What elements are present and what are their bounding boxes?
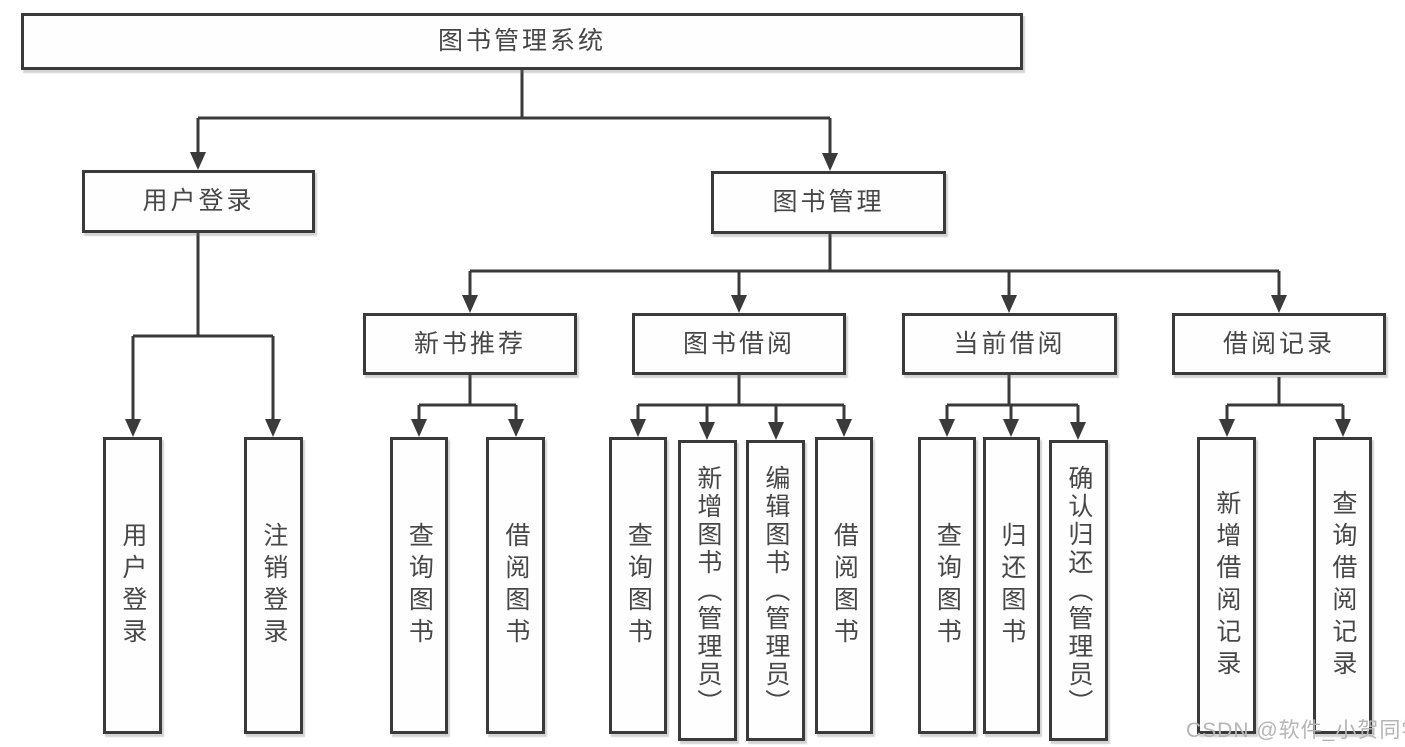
- leaf-query-books-current: 查询图书: [918, 437, 976, 734]
- node-label: 图书借阅: [682, 329, 795, 358]
- leaf-borrow-books-borrowing: 借阅图书: [815, 437, 873, 734]
- node-label: 新增借阅记录: [1212, 489, 1241, 682]
- node-new-book-recommendation: 新书推荐: [363, 313, 577, 375]
- node-label: 用户登录: [142, 187, 255, 216]
- node-label: 图书管理系统: [437, 27, 606, 56]
- node-label: 新书推荐: [413, 329, 526, 358]
- node-label: 注销登录: [259, 521, 288, 650]
- node-label: 查询图书: [405, 521, 434, 650]
- leaf-logout-login: 注销登录: [244, 437, 303, 734]
- node-label: 新增图书（管理员）: [693, 464, 722, 717]
- leaf-query-books-recommend: 查询图书: [390, 437, 448, 734]
- node-label: 当前借阅: [953, 329, 1066, 358]
- node-label: 查询借阅记录: [1328, 489, 1357, 682]
- leaf-borrow-books-recommend: 借阅图书: [486, 437, 545, 734]
- node-label: 查询图书: [933, 521, 962, 650]
- node-label: 查询图书: [624, 521, 653, 650]
- node-library-management-system: 图书管理系统: [21, 13, 1023, 70]
- node-book-management: 图书管理: [711, 171, 946, 234]
- leaf-user-login: 用户登录: [103, 437, 162, 734]
- node-label: 借阅记录: [1222, 329, 1335, 358]
- node-label: 确认归还（管理员）: [1064, 464, 1093, 717]
- leaf-confirm-return-admin: 确认归还（管理员）: [1049, 440, 1108, 741]
- node-label: 归还图书: [997, 521, 1026, 650]
- node-book-borrowing: 图书借阅: [632, 313, 846, 375]
- leaf-query-borrow-record: 查询借阅记录: [1313, 437, 1372, 734]
- node-label: 用户登录: [118, 521, 147, 650]
- leaf-add-borrow-record: 新增借阅记录: [1197, 437, 1256, 734]
- node-label: 编辑图书（管理员）: [761, 464, 790, 717]
- csdn-watermark: CSDN @软件_小贺同学: [1186, 719, 1405, 742]
- node-label: 借阅图书: [501, 521, 530, 650]
- node-label: 借阅图书: [830, 521, 859, 650]
- leaf-add-book-admin: 新增图书（管理员）: [678, 440, 737, 741]
- node-borrowing-records: 借阅记录: [1172, 313, 1386, 375]
- leaf-query-books-borrowing: 查询图书: [609, 437, 667, 734]
- node-user-login: 用户登录: [82, 170, 315, 233]
- leaf-return-books: 归还图书: [983, 437, 1040, 734]
- node-label: 图书管理: [772, 188, 885, 217]
- leaf-edit-book-admin: 编辑图书（管理员）: [746, 440, 805, 741]
- node-current-borrowing: 当前借阅: [902, 313, 1117, 375]
